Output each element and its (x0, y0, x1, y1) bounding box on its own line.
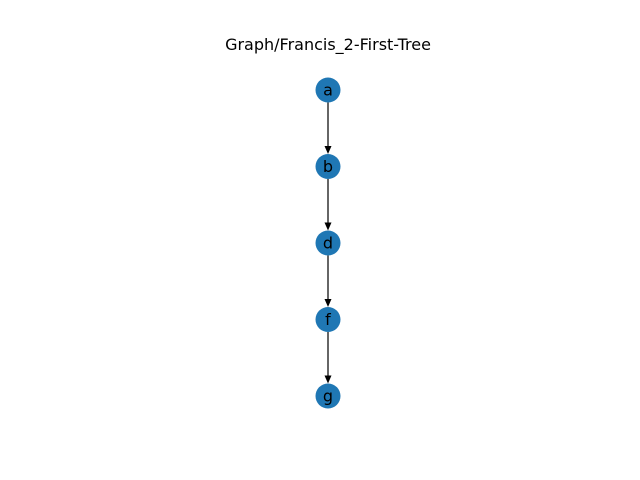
node-circle-d (315, 230, 341, 256)
arrowhead-a-b (324, 146, 332, 154)
node-circle-a (315, 77, 341, 103)
node-b: b (315, 154, 341, 179)
node-label-a: a (323, 81, 333, 100)
node-circle-f (315, 307, 341, 332)
node-label-g: g (323, 387, 333, 406)
node-label-b: b (323, 157, 333, 176)
edges-layer (324, 102, 332, 384)
node-g: g (315, 383, 341, 409)
node-label-f: f (325, 310, 331, 329)
chart-title: Graph/Francis_2-First-Tree (225, 35, 431, 55)
node-f: f (315, 307, 341, 332)
node-circle-g (315, 383, 341, 409)
node-a: a (315, 77, 341, 103)
arrowhead-d-f (324, 299, 332, 307)
node-d: d (315, 230, 341, 256)
arrowhead-f-g (324, 375, 332, 384)
arrowhead-b-d (324, 222, 332, 231)
nodes-layer: a b d f g (315, 77, 341, 409)
node-label-d: d (323, 234, 333, 253)
node-circle-b (315, 154, 341, 179)
